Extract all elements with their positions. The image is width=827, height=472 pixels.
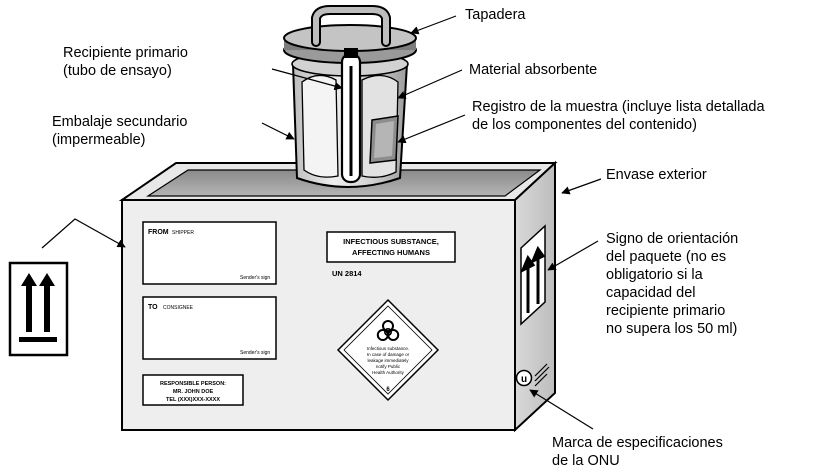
- un-number: UN 2814: [332, 269, 362, 278]
- to-sub-label: CONSIGNEE: [163, 305, 194, 311]
- from-sign-label: Sender's sign: [240, 275, 270, 281]
- label-marca-onu: Marca de especificaciones de la ONU: [552, 435, 723, 469]
- class-6-hazard-diamond: Infectious substance. In case of damage …: [336, 298, 440, 402]
- leader-tapadera: [410, 15, 457, 35]
- from-label: FROM: [148, 229, 169, 236]
- diamond-text-1: Infectious substance.: [367, 346, 409, 351]
- label-material-absorbente: Material absorbente: [469, 62, 598, 78]
- infectious-substance-label: INFECTIOUS SUBSTANCE, AFFECTING HUMANS U…: [326, 231, 456, 278]
- from-address-panel: FROM SHIPPER Sender's sign: [142, 221, 277, 285]
- infectious-line-1: INFECTIOUS SUBSTANCE,: [343, 237, 439, 246]
- from-sub-label: SHIPPER: [172, 230, 194, 236]
- leader-recipiente: [271, 68, 343, 91]
- infectious-line-2: AFFECTING HUMANS: [352, 248, 430, 257]
- responsible-tel: TEL (XXX)XXX-XXXX: [166, 397, 220, 403]
- leader-material: [397, 69, 463, 99]
- responsible-person-panel: RESPONSIBLE PERSON: MR. JOHN DOE TEL (XX…: [142, 374, 244, 406]
- leader-embalaje: [261, 122, 295, 140]
- to-address-panel: TO CONSIGNEE Sender's sign: [142, 296, 277, 360]
- to-label: TO: [148, 304, 158, 311]
- secondary-container: [283, 5, 417, 188]
- leader-registro: [397, 114, 466, 144]
- diamond-text-2: In case of damage or: [367, 352, 410, 357]
- diamond-text-3: leakage immediately: [367, 358, 409, 363]
- leader-lines: [41, 15, 602, 430]
- specimen-record-sheet: [369, 115, 399, 164]
- diamond-text-5: Health Authority: [372, 370, 405, 375]
- label-embalaje-secundario: Embalaje secundario (impermeable): [52, 114, 188, 148]
- side-orientation-arrows-icon: [520, 224, 546, 326]
- label-registro-muestra: Registro de la muestra (incluye lista de…: [472, 99, 765, 133]
- label-tapadera: Tapadera: [465, 7, 526, 23]
- primary-test-tube: [340, 48, 362, 184]
- leader-signo: [547, 240, 599, 271]
- orientation-arrows-icon: [8, 261, 69, 357]
- leader-marca: [529, 389, 594, 430]
- to-sign-label: Sender's sign: [240, 350, 270, 356]
- leader-envase: [561, 178, 602, 195]
- responsible-name: MR. JOHN DOE: [173, 389, 214, 395]
- biohazard-icon: [376, 320, 400, 341]
- svg-text:u: u: [521, 374, 527, 385]
- diamond-class: 6: [386, 387, 390, 393]
- un-specification-mark-icon: u: [515, 363, 550, 387]
- label-envase-exterior: Envase exterior: [606, 167, 707, 183]
- label-signo-orientacion: Signo de orientación del paquete (no es …: [606, 231, 739, 337]
- diamond-text-4: notify Public: [376, 364, 401, 369]
- label-recipiente-primario: Recipiente primario (tubo de ensayo): [63, 45, 188, 79]
- leader-orientation-label: [41, 218, 126, 249]
- responsible-title: RESPONSIBLE PERSON:: [160, 381, 226, 387]
